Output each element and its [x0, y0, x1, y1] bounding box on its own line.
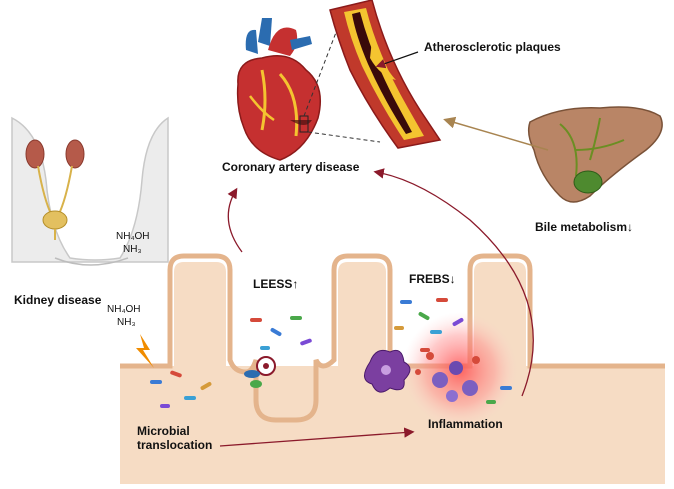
- plaque-pointer-arrow: [375, 51, 419, 69]
- microbial-translocation-line-2: translocation: [137, 438, 213, 452]
- kidney-disease-label: Kidney disease: [14, 293, 102, 307]
- bladder-shape: [42, 210, 68, 230]
- ammonia-mid-line-1: NH₄OH: [107, 304, 141, 315]
- bile-metabolism-label: Bile metabolism↓: [535, 220, 634, 234]
- translocation-to-inflammation-arrow: [219, 427, 415, 447]
- leess-to-cad-arrow: [227, 187, 243, 253]
- leess-label: LEESS↑: [253, 277, 299, 291]
- microbes: [150, 298, 512, 408]
- inflammation-to-cad-arrow: [373, 168, 534, 397]
- artery-illustration: [329, 0, 442, 149]
- virus-particle: [244, 356, 276, 388]
- heart-illustration: [236, 18, 321, 161]
- atherosclerotic-plaques-label: Atherosclerotic plaques: [424, 40, 561, 54]
- right-kidney-shape: [65, 139, 85, 169]
- zoom-line-bottom: [307, 131, 381, 143]
- ammonia-top-line-1: NH₄OH: [116, 231, 150, 242]
- liver-to-plaque-arrow: [443, 116, 549, 151]
- zoom-line-top: [303, 21, 341, 117]
- frebs-label: FREBS↓: [409, 272, 456, 286]
- gallbladder-shape: [573, 170, 603, 194]
- liver-illustration: [527, 106, 663, 203]
- inflammatory-cells: [415, 352, 480, 402]
- microbial-translocation-line-1: Microbial: [137, 424, 190, 438]
- ammonia-mid-line-2: NH₃: [117, 317, 136, 328]
- dendritic-cell: [364, 349, 411, 393]
- ammonia-top-line-2: NH₃: [123, 244, 142, 255]
- kidney-body-illustration: [11, 116, 169, 266]
- left-kidney-shape: [25, 139, 45, 169]
- inflammation-label: Inflammation: [428, 417, 503, 431]
- coronary-artery-disease-label: Coronary artery disease: [222, 160, 360, 174]
- lightning-icon: [136, 334, 154, 368]
